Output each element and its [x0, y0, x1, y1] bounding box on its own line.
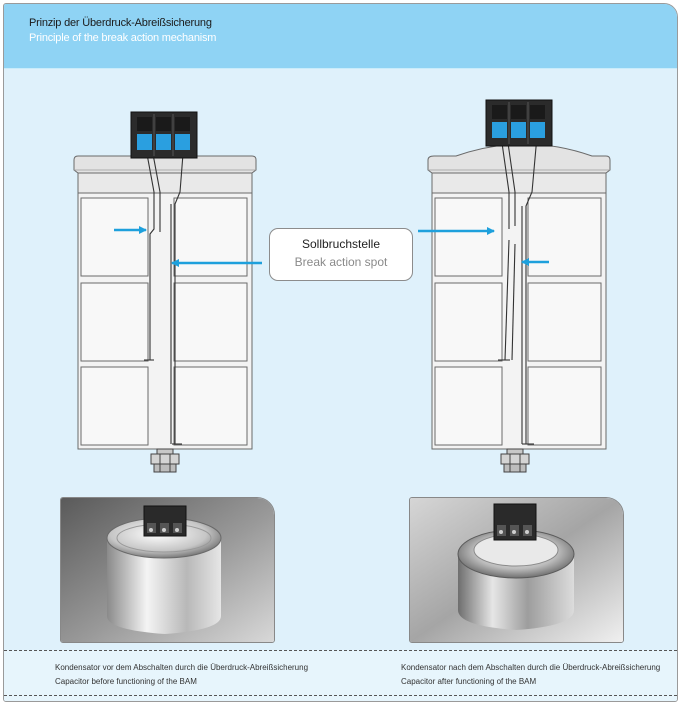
lid-before [73, 155, 257, 174]
diagram-frame: Prinzip der Überdruck-Abreißsicherung Pr… [3, 3, 678, 702]
caption-before-german: Kondensator vor dem Abschalten durch die… [55, 663, 309, 672]
title-german: Prinzip der Überdruck-Abreißsicherung [29, 17, 212, 29]
terminal-block-after [485, 99, 553, 147]
callout-label-german: Sollbruchstelle [301, 237, 381, 251]
photo-capacitor-after [409, 497, 624, 643]
internal-wires-after [498, 135, 538, 445]
footer-divider [4, 695, 677, 696]
internal-wires-before [144, 153, 184, 445]
winding-cells-after [434, 197, 602, 446]
terminal-block-before [130, 111, 198, 159]
caption-footer: Kondensator vor dem Abschalten durch die… [4, 650, 677, 701]
break-spot-callout: Sollbruchstelle Break action spot [269, 228, 413, 281]
break-spot-arrows [114, 226, 549, 267]
lid-rim-after [431, 172, 607, 194]
caption-before-english: Capacitor before functioning of the BAM [55, 677, 197, 686]
mounting-bolt-after [500, 448, 530, 473]
title-english: Principle of the break action mechanism [29, 32, 217, 44]
photo-capacitor-before [60, 497, 275, 643]
capacitor-after [427, 99, 611, 473]
capacitor-diagram [73, 99, 611, 473]
callout-label-english: Break action spot [294, 255, 388, 269]
mounting-bolt-before [150, 448, 180, 473]
bulged-lid-after [427, 143, 611, 174]
lid-rim-before [77, 172, 253, 194]
capacitor-before [73, 111, 257, 473]
caption-after-german: Kondensator nach dem Abschalten durch di… [401, 663, 661, 672]
header-bar: Prinzip der Überdruck-Abreißsicherung Pr… [4, 4, 677, 69]
caption-after-english: Capacitor after functioning of the BAM [401, 677, 537, 686]
